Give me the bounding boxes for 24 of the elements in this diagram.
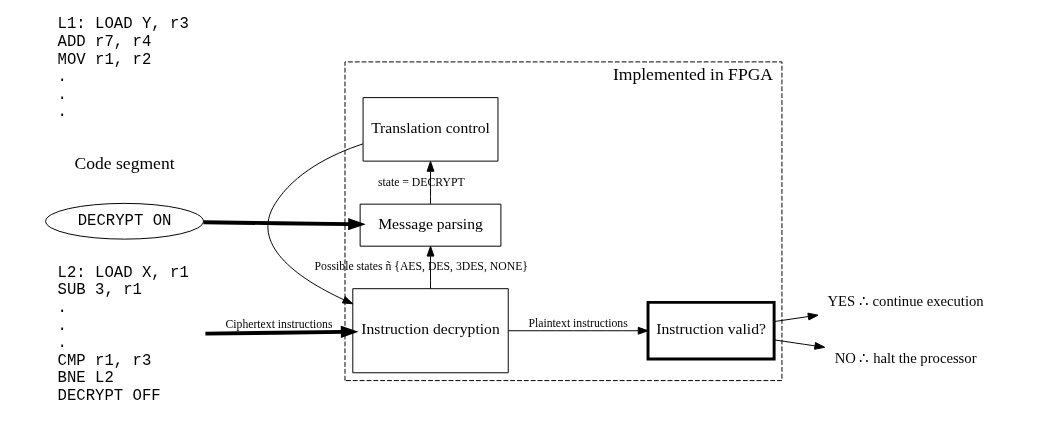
node-box: Translation control xyxy=(362,97,499,162)
arrow xyxy=(773,339,826,350)
arrow xyxy=(267,143,364,305)
label: . xyxy=(57,85,67,104)
label: MOV r1, r2 xyxy=(57,50,152,69)
label: L1: LOAD Y, r3 xyxy=(57,15,189,34)
edge-label: Ciphertext instructions xyxy=(225,318,333,332)
node-ellipse: DECRYPT ON xyxy=(45,202,204,240)
arrow xyxy=(203,217,366,231)
node-text: YES ∴ continue execution xyxy=(827,292,984,309)
node-text: L2: LOAD X, r1 SUB 3, r1 . . . CMP r1, r3 BNE L2 DECRYPT OFF xyxy=(57,263,189,405)
arrow xyxy=(426,161,435,205)
node-box: Instruction decryption xyxy=(352,288,509,374)
arrow xyxy=(507,326,649,335)
node-text: NO ∴ halt the processor xyxy=(834,349,977,366)
label: . xyxy=(57,103,67,122)
node-box: Instruction valid? xyxy=(646,300,776,361)
edge-label: Plaintext instructions xyxy=(528,317,628,331)
label: ADD r7, r4 xyxy=(57,33,152,52)
label: . xyxy=(57,68,67,87)
label: Code segment xyxy=(74,152,175,173)
node-box: Message parsing xyxy=(359,203,502,247)
arrow xyxy=(205,325,359,339)
arrow xyxy=(773,312,819,323)
